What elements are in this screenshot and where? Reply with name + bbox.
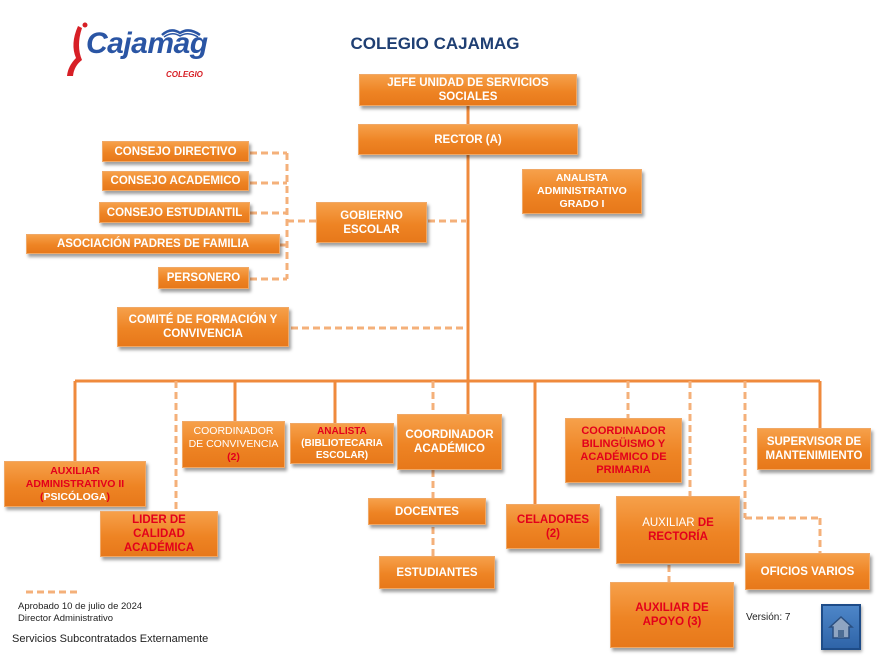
box-estudiantes: ESTUDIANTES: [379, 556, 495, 589]
box-celadores: CELADORES (2): [506, 504, 600, 549]
logo-wordmark: Cajamag: [86, 27, 208, 60]
version-label: Versión: 7: [746, 612, 791, 623]
box-auxiliar-rectoria: AUXILIAR DE RECTORÍA: [616, 496, 740, 564]
logo-book-icon: [161, 29, 201, 38]
home-button[interactable]: [821, 604, 861, 650]
box-auxiliar-apoyo: AUXILIAR DE APOYO (3): [610, 582, 734, 648]
box-supervisor-mantenimiento: SUPERVISOR DE MANTENIMIENTO: [757, 428, 871, 470]
box-analista-bibliotecaria: ANALISTA(BIBLIOTECARIA ESCOLAR): [290, 423, 394, 464]
box-coordinador-convivencia: COORDINADOR DE CONVIVENCIA(2): [182, 421, 285, 468]
box-analista-administrativo: ANALISTA ADMINISTRATIVO GRADO I: [522, 169, 642, 214]
box-consejo-directivo: CONSEJO DIRECTIVO: [102, 141, 249, 162]
logo-figure-icon: [67, 22, 88, 76]
box-consejo-estudiantil: CONSEJO ESTUDIANTIL: [99, 202, 250, 223]
box-docentes: DOCENTES: [368, 498, 486, 525]
page-title: COLEGIO CAJAMAG: [350, 34, 520, 53]
box-gobierno-escolar: GOBIERNO ESCOLAR: [316, 202, 427, 243]
approval-signer: Director Administrativo: [18, 613, 114, 624]
home-icon: [828, 615, 854, 639]
legend-label: Servicios Subcontratados Externamente: [12, 633, 209, 645]
box-rector: RECTOR (A): [358, 124, 578, 155]
box-oficios-varios: OFICIOS VARIOS: [745, 553, 870, 590]
box-coordinador-bilinguismo: COORDINADOR BILINGÜISMO Y ACADÉMICO DE P…: [565, 418, 682, 483]
box-asociacion-padres: ASOCIACIÓN PADRES DE FAMILIA: [26, 234, 280, 254]
logo-subtitle: COLEGIO: [166, 70, 203, 79]
approval-date: Aprobado 10 de julio de 2024: [18, 601, 143, 612]
box-consejo-academico: CONSEJO ACADEMICO: [102, 171, 249, 191]
box-lider-calidad: LIDER DE CALIDAD ACADÉMICA: [100, 511, 218, 557]
box-auxiliar-administrativo-ii: AUXILIAR ADMINISTRATIVO II (PSICÓLOGA): [4, 461, 146, 507]
box-jefe-unidad: JEFE UNIDAD DE SERVICIOS SOCIALES: [359, 74, 577, 106]
box-personero: PERSONERO: [158, 267, 249, 289]
box-comite-formacion: COMITÉ DE FORMACIÓN Y CONVIVENCIA: [117, 307, 289, 347]
box-coordinador-academico: COORDINADOR ACADÉMICO: [397, 414, 502, 470]
